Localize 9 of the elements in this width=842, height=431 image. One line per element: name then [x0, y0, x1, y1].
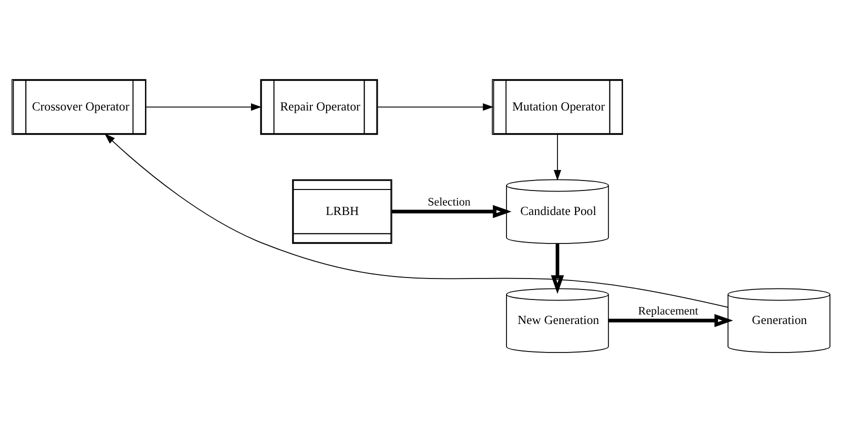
- arrow: [554, 134, 562, 180]
- arrow: [392, 204, 512, 218]
- arrow: [608, 314, 734, 327]
- arrow: [146, 102, 262, 110]
- edge-label: Replacement: [638, 305, 698, 318]
- arrow: [104, 133, 728, 308]
- arrow: [377, 102, 494, 110]
- arrow: [550, 243, 564, 294]
- edge-label: Selection: [428, 196, 471, 208]
